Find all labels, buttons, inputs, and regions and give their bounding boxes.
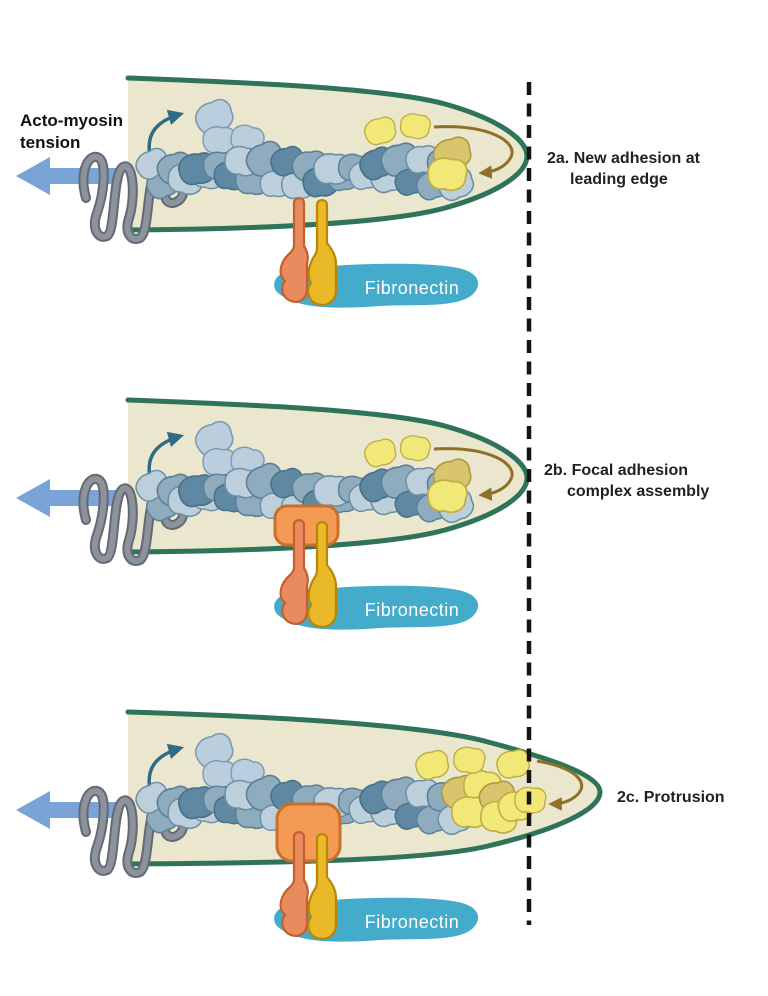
caption-line: 2a. New adhesion at (547, 150, 700, 167)
caption-line: complex assembly (567, 483, 710, 501)
tension-label-line: Acto-myosin (20, 111, 123, 130)
panel-2b (16, 400, 527, 630)
caption-line: 2c. Protrusion (617, 789, 725, 806)
caption-2b: 2b. Focal adhesion complex assembly (544, 460, 709, 502)
focal-adhesion-complex (273, 504, 340, 547)
focal-adhesion-complex (275, 802, 342, 863)
panel-2c (16, 712, 600, 942)
caption-2a: 2a. New adhesion at leading edge (547, 148, 700, 190)
acto-myosin-tension-label: Acto-myosin tension (20, 110, 123, 154)
tension-label-line: tension (20, 133, 81, 153)
caption-2c: 2c. Protrusion (617, 787, 725, 808)
caption-line: leading edge (570, 171, 668, 189)
caption-line: 2b. Focal adhesion (544, 462, 689, 479)
